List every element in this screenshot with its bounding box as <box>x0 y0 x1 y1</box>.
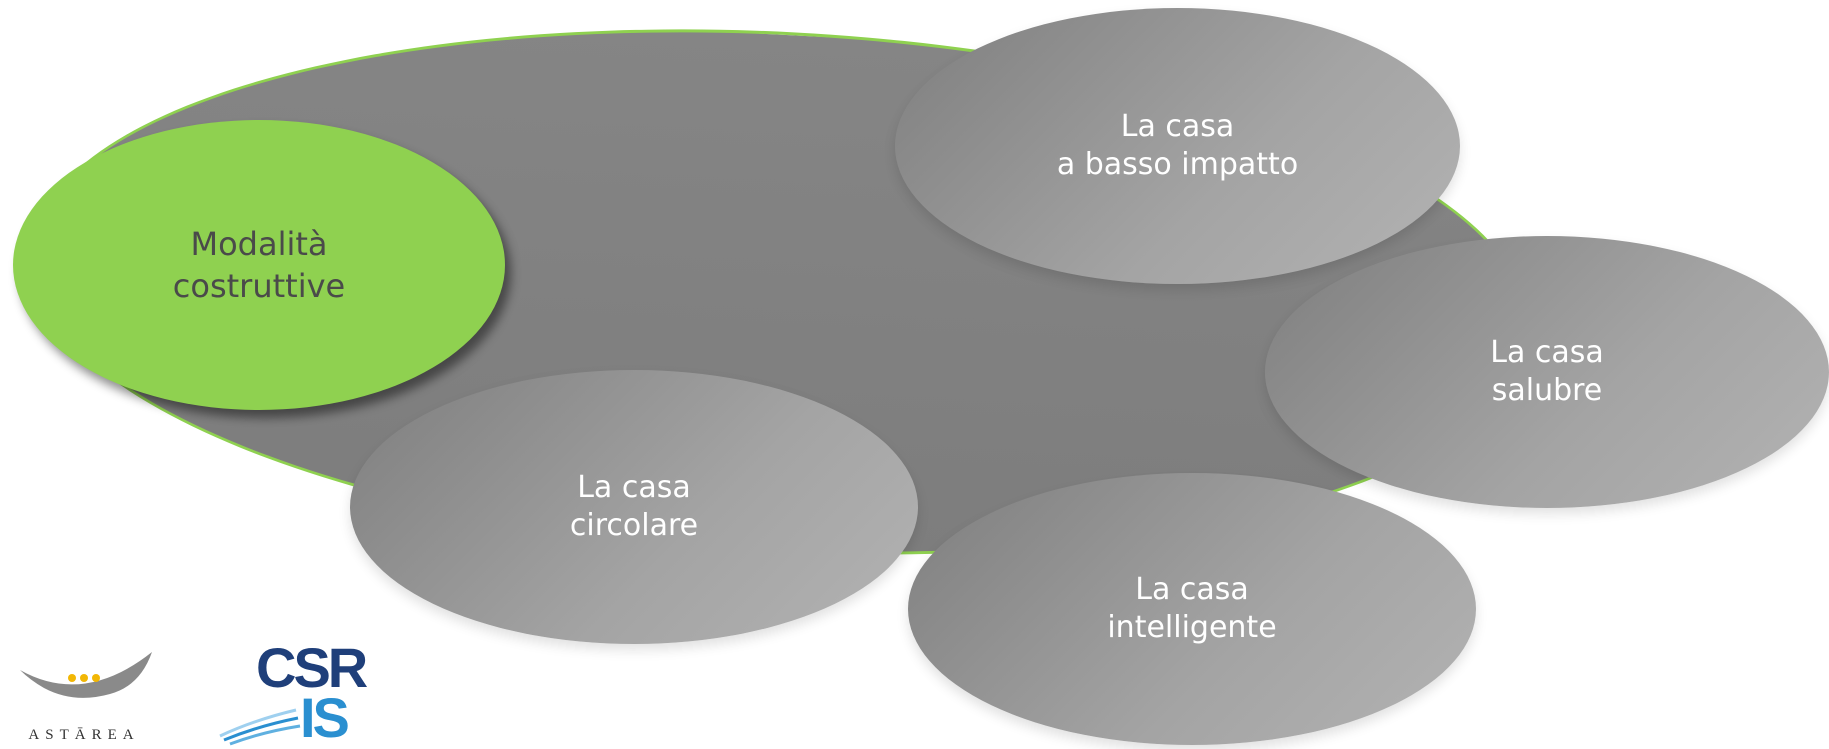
csris-logo-csr: CSR <box>256 636 368 699</box>
node-label: La casa intelligente <box>1107 571 1276 647</box>
node-label: La casa a basso impatto <box>1057 108 1298 184</box>
csris-logo-is: IS <box>300 686 350 749</box>
node-circular-house: La casa circolare <box>350 370 918 644</box>
astarea-wordmark: ASTĀREA <box>28 727 140 743</box>
node-label-line1: La casa <box>1490 335 1604 370</box>
center-node-line1: Modalità <box>190 225 328 263</box>
csris-waves-icon <box>219 708 301 746</box>
node-label-line2: salubre <box>1491 373 1603 408</box>
astarea-logo: ASTĀREA <box>14 648 164 746</box>
center-node-line2: costruttive <box>172 267 346 305</box>
astarea-emblem-icon <box>20 652 152 698</box>
center-node-label: Modalità costruttive <box>173 223 345 307</box>
node-label: La casa circolare <box>570 469 698 545</box>
node-label-line2: a basso impatto <box>1056 147 1299 182</box>
node-low-impact-house: La casa a basso impatto <box>895 8 1460 284</box>
node-label-line1: La casa <box>1135 572 1249 607</box>
node-label-line2: circolare <box>569 508 699 543</box>
node-label-line2: intelligente <box>1107 610 1277 645</box>
node-healthy-house: La casa salubre <box>1265 236 1829 508</box>
node-label-line1: La casa <box>1120 109 1235 144</box>
node-label-line1: La casa <box>577 470 691 505</box>
node-label: La casa salubre <box>1490 334 1604 410</box>
node-construction-methods: Modalità costruttive <box>13 120 505 410</box>
csris-logo: CSR IS <box>218 640 378 746</box>
node-smart-house: La casa intelligente <box>908 473 1476 745</box>
